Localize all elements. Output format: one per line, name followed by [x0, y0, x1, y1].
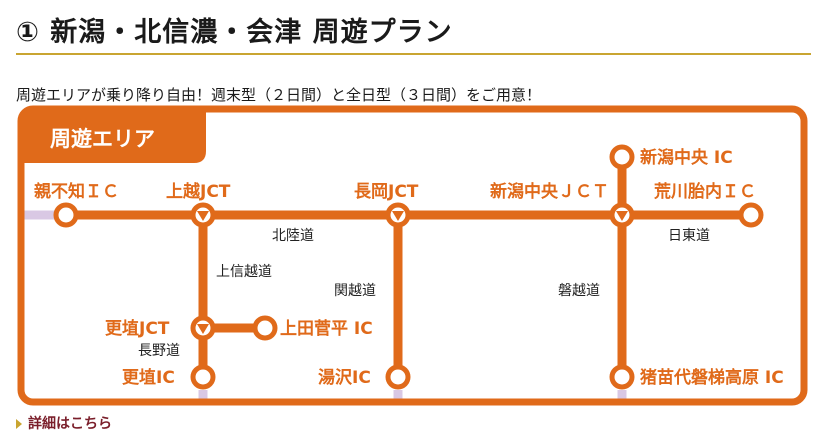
map-tab-label: 周遊エリア	[50, 127, 155, 151]
label-koshoku-ic: 更埴IC	[122, 367, 175, 388]
station-yuzawa-marker	[385, 364, 411, 390]
triangle-right-icon	[16, 419, 22, 429]
station-labels: 親不知ＩＣ 上越JCT 長岡JCT 新潟中央ＪＣＴ 新潟中央 IC 荒川胎内ＩＣ…	[34, 147, 784, 388]
label-oyashirazu: 親不知ＩＣ	[34, 181, 119, 202]
road-hokuriku: 北陸道	[272, 228, 314, 244]
road-nihonkai-tohoku: 日東道	[668, 228, 710, 244]
label-joetsu-jct: 上越JCT	[166, 181, 231, 202]
station-koshoku-ic-marker	[190, 364, 216, 390]
station-ueda-marker	[252, 315, 278, 341]
details-link[interactable]: 詳細はこちら	[16, 413, 112, 433]
details-link-label: 詳細はこちら	[28, 416, 112, 432]
ic-markers	[53, 144, 764, 390]
jct-markers	[190, 202, 635, 341]
label-koshoku-jct: 更埴JCT	[105, 318, 170, 339]
road-banetsu: 磐越道	[558, 283, 600, 299]
road-nagano: 長野道	[138, 343, 180, 359]
route-map: 周遊エリア	[17, 105, 808, 406]
page-title: ① 新潟・北信濃・会津 周遊プラン	[16, 17, 453, 48]
station-oyashirazu-marker	[53, 202, 79, 228]
station-niigata-chuo-ic-marker	[609, 144, 635, 170]
map-tab	[21, 109, 206, 163]
label-arakawa: 荒川胎内ＩＣ	[653, 181, 756, 202]
label-yuzawa: 湯沢IC	[318, 367, 371, 388]
jct-nagaoka-marker	[385, 202, 411, 228]
jct-niigata-chuo-marker	[609, 202, 635, 228]
road-kanetsu: 関越道	[334, 283, 376, 299]
label-ueda: 上田菅平 IC	[280, 319, 373, 339]
jct-joetsu-marker	[190, 202, 216, 228]
map-frame	[17, 105, 808, 406]
label-inawashiro: 猪苗代磐梯高原 IC	[640, 367, 784, 388]
station-inawashiro-marker	[609, 364, 635, 390]
jct-koshoku-marker	[190, 315, 216, 341]
station-arakawa-marker	[738, 202, 764, 228]
road-joshinetsu: 上信越道	[216, 264, 272, 280]
road-labels: 北陸道 上信越道 関越道 磐越道 日東道 長野道	[138, 228, 710, 359]
label-niigata-chuo-jct: 新潟中央ＪＣＴ	[490, 181, 609, 202]
label-nagaoka-jct: 長岡JCT	[354, 182, 419, 202]
lead-text: 周遊エリアが乗り降り自由！週末型（２日間）と全日型（３日間）をご用意！	[16, 86, 542, 104]
label-niigata-chuo-ic: 新潟中央 IC	[640, 147, 733, 168]
title-divider	[16, 53, 811, 55]
